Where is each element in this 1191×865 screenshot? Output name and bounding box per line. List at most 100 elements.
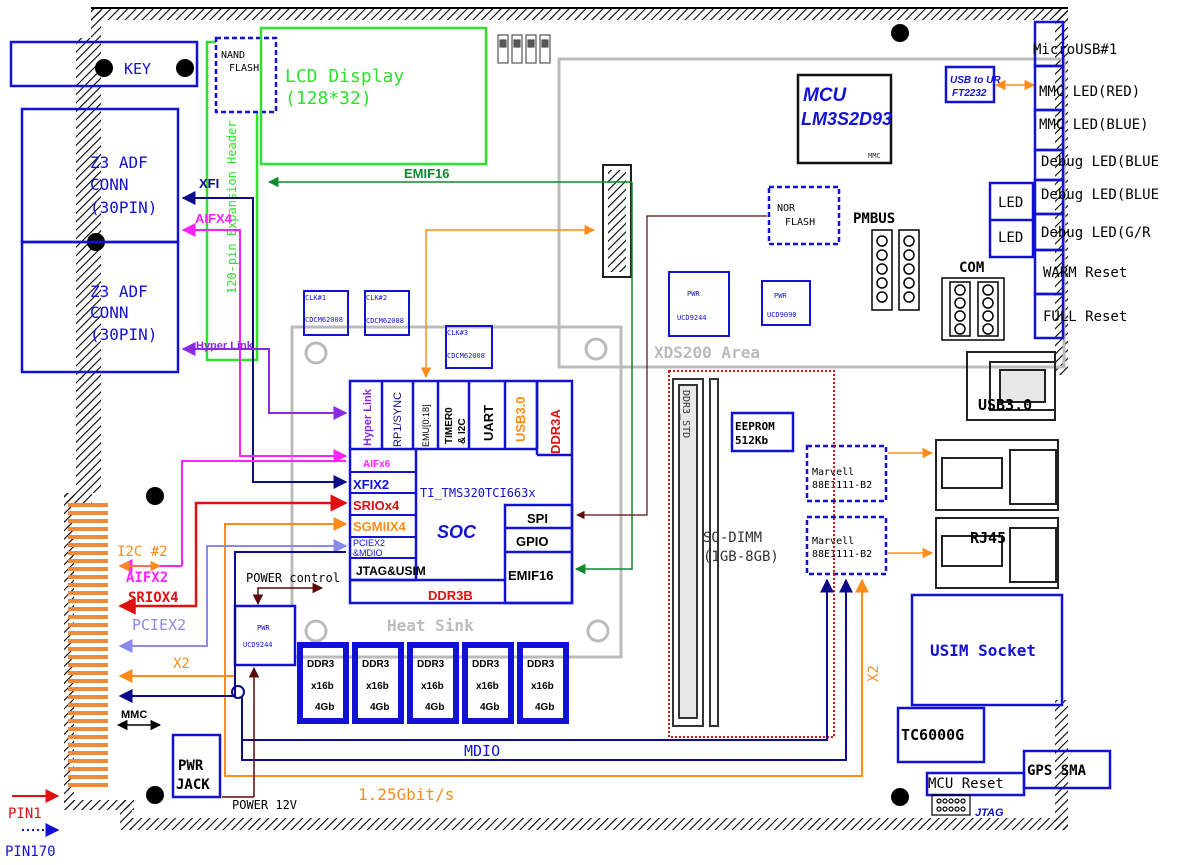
ddr3-chip-4-label: DDR3: [472, 659, 500, 670]
right-indicator-column: [1033, 20, 1065, 340]
z3-adf-conn-b: [20, 240, 180, 374]
tc6000-block: [896, 706, 986, 764]
soc-ddr3a-label: DDR3A: [548, 409, 563, 454]
ucd9090-label: UCD9090: [767, 311, 797, 319]
jtag-label: JTAG: [975, 807, 1004, 819]
ddr3-chip-2-width: x16b: [366, 681, 389, 692]
ddr3-chip-3-label: DDR3: [417, 659, 445, 670]
key-label: KEY: [124, 60, 151, 78]
tc6000-label: TC6000G: [901, 726, 964, 744]
gps-sma-block: [1022, 749, 1112, 790]
aifx2-label: AIFX2: [126, 570, 168, 586]
ddr3-chip-3-size: 4Gb: [425, 702, 444, 713]
ddr3-chip-5-size: 4Gb: [535, 702, 554, 713]
xds-hole: [584, 337, 608, 361]
nor-flash: [767, 185, 841, 246]
ddr3-chip-2-label: DDR3: [362, 659, 390, 670]
soc-srio-label: SRIOx4: [353, 498, 400, 513]
clk1-label: CLK#1: [305, 294, 326, 302]
debug-led-2-label: Debug LED(BLUE: [1041, 187, 1159, 203]
z3-a-line1: Z3 ADF: [90, 153, 148, 172]
ddr3-chip-5-label: DDR3: [527, 659, 555, 670]
warm-reset-label: WARM Reset: [1043, 265, 1127, 281]
hyperlink-label: Hyper Link: [196, 340, 254, 352]
pwr-bottom-label: PWR: [257, 624, 270, 632]
mcu-part: LM3S2D93: [801, 109, 892, 129]
usim-label: USIM Socket: [930, 641, 1036, 660]
pmbus-label: PMBUS: [853, 211, 895, 227]
z3-b-line1: Z3 ADF: [90, 282, 148, 301]
pcie-line: [118, 539, 348, 653]
pwr-label-2: PWR: [774, 292, 787, 300]
x2-left-label: X2: [173, 656, 190, 672]
pmbus-header: [871, 229, 920, 311]
lcd-display: [259, 26, 488, 166]
heat-sink-hole: [304, 619, 328, 643]
usb-to-uart: [944, 65, 996, 104]
mdio-line-2: [242, 578, 834, 741]
ucd9244-label: UCD9244: [677, 314, 707, 322]
i2c2-label: I2C #2: [117, 544, 168, 560]
soc-timer-label: TIMER0: [444, 407, 455, 444]
expansion-header-label: 120-pin Expansion Header: [225, 121, 239, 294]
xfi-label: XFI: [199, 176, 219, 191]
pwr-ucd9244-top: [668, 271, 730, 337]
soc-emif16-label: EMIF16: [508, 568, 554, 583]
mcu-reset-label: MCU Reset: [928, 776, 1004, 792]
clk3-part: CDCM62008: [447, 352, 485, 360]
hyperlink-line: [181, 342, 348, 420]
aifx4-label: AIFX4: [195, 211, 233, 226]
mdio-line: [241, 578, 853, 761]
rj45-lower: [935, 517, 1059, 589]
soc-ddr3b-label: DDR3B: [428, 588, 473, 603]
ddr3-chip-3-width: x16b: [421, 681, 444, 692]
jtag-header: [931, 794, 971, 816]
eeprom-label: EEPROM: [735, 420, 775, 433]
marvell-2-label: Marvell: [812, 536, 854, 547]
nor-label: NOR: [777, 203, 796, 214]
soc-spi-label: SPI: [527, 511, 548, 526]
usb-uart-label-2: FT2232: [952, 88, 987, 99]
soc-mdio-label: &MDIO: [353, 548, 383, 558]
nand-flash: [214, 36, 278, 114]
center-pin-header: [602, 164, 632, 278]
soc-label: SOC: [437, 522, 477, 542]
dip-switch: [497, 34, 551, 64]
ucd9244-bottom-label: UCD9244: [243, 641, 273, 649]
power-12v-label: POWER 12V: [232, 798, 297, 812]
z3-a-line2: CONN: [90, 175, 129, 194]
pwr-jack: [171, 733, 222, 799]
soc-hyperlink-label: Hyper Link: [362, 388, 374, 446]
clk2-part: CDCM62008: [366, 317, 404, 325]
nor-spi-line: [576, 215, 767, 520]
soc-xfix2-label: XFIX2: [353, 477, 389, 492]
pwr-label: PWR: [687, 290, 700, 298]
x2-right-label: X2: [866, 665, 882, 682]
usim-socket: [910, 593, 1064, 707]
soc-jtag-label: JTAG&USIM: [356, 564, 426, 578]
ddr3-chips: [297, 642, 569, 724]
mcu-mmc-label: MMC: [868, 152, 881, 160]
mdio-label: MDIO: [464, 742, 500, 760]
microusb-label: MicroUSB#1: [1033, 42, 1117, 58]
clk2-block: [364, 290, 410, 336]
usb3-label: USB3.0: [978, 396, 1032, 414]
led-label-1: LED: [998, 195, 1023, 211]
soc-i2c-label: & I2C: [457, 418, 468, 444]
emif16-top-label: EMIF16: [404, 166, 450, 181]
eeprom-size: 512Kb: [735, 434, 768, 447]
pwr-jack-label-2: JACK: [176, 777, 210, 793]
rj45-label: RJ45: [970, 529, 1006, 547]
edge-connector-fingers: [68, 503, 108, 787]
ddr3-chip-1-size: 4Gb: [315, 702, 334, 713]
soc-emu-label: EMU[0:18]: [421, 404, 431, 447]
marvell-phy-1: [805, 444, 888, 503]
mmc-led-blue-label: MMC LED(BLUE): [1039, 117, 1149, 133]
mdio-crossover: [231, 685, 245, 699]
xds200-area-label: XDS200 Area: [654, 343, 760, 362]
clk3-label: CLK#3: [447, 329, 468, 337]
soc-aif-label: AIFx6: [363, 459, 391, 470]
clk2-label: CLK#2: [366, 294, 387, 302]
ddr3-chip-4-size: 4Gb: [480, 702, 499, 713]
z3-b-line2: CONN: [90, 303, 129, 322]
